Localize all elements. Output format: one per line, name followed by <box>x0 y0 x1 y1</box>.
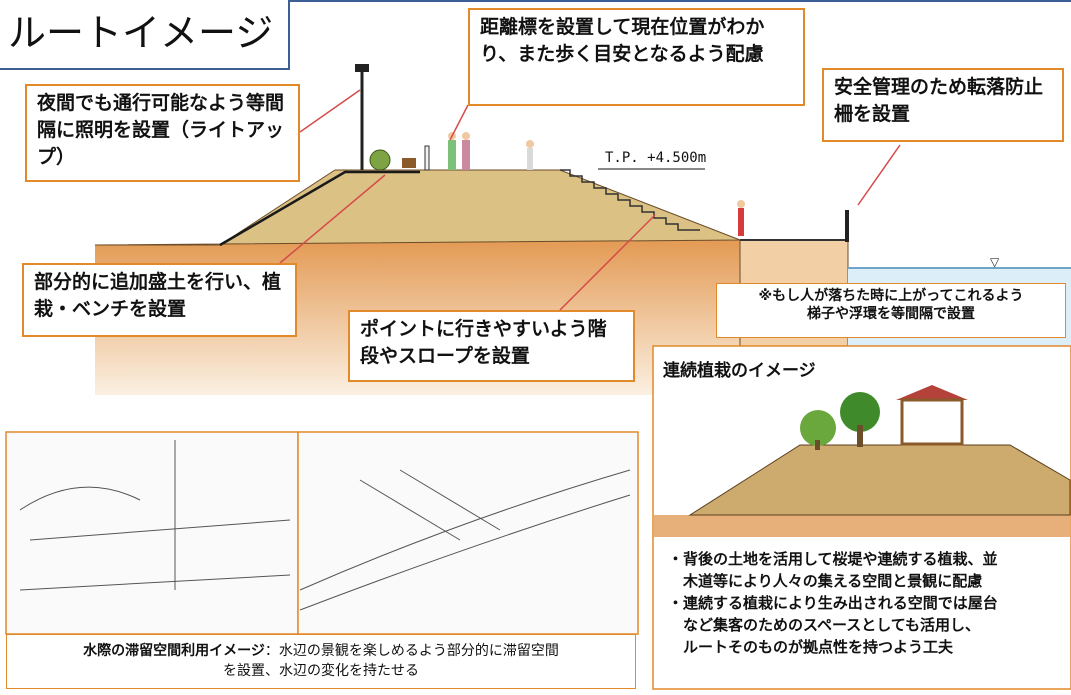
ladder-note-line-2: 梯子や浮環を等間隔で設置 <box>807 306 975 322</box>
added-fill-line <box>219 170 420 247</box>
waterside-caption-label: 水際の滞留空間利用イメージ <box>83 643 265 659</box>
ladder-note: ※もし人が落ちた時に上がってこれるよう 梯子や浮環を等間隔で設置 <box>716 283 1066 338</box>
stairs <box>560 169 700 231</box>
waterside-caption-line2: を設置、水辺の変化を持たせる <box>223 663 419 679</box>
bench <box>402 158 416 168</box>
planting-embankment <box>688 444 1071 516</box>
pavilion-roof <box>896 385 968 400</box>
sketch-panel-left-bg <box>5 431 299 635</box>
ladder-note-line-1: ※もし人が落ちた時に上がってこれるよう <box>758 288 1024 304</box>
planting-panel-title: 連続植栽のイメージ <box>663 361 816 381</box>
callout-arrows <box>279 89 901 311</box>
callout-fence: 安全管理のため転落防止柵を設置 <box>822 68 1064 142</box>
water-level-mark: ▽ <box>990 255 1000 269</box>
lamp-head <box>355 64 369 72</box>
top-border-line <box>0 0 1071 2</box>
tree-2 <box>840 392 880 432</box>
embankment <box>94 169 741 246</box>
pavilion <box>900 398 964 446</box>
sketch-lines <box>19 440 631 611</box>
distance-marker <box>424 145 430 171</box>
planting-ground <box>654 515 1070 537</box>
bullet-line: など集客のためのスペースとしても活用し、 <box>668 616 981 634</box>
callout-distance-marker: 距離標を設置して現在位置がわかり、また歩く目安となるよう配慮 <box>468 8 805 106</box>
waterside-caption: 水際の滞留空間利用イメージ：水辺の景観を楽しめるよう部分的に滞留空間 を設置、水… <box>6 634 636 689</box>
elevation-label: T.P. +4.500m <box>605 150 707 166</box>
callout-planting: 部分的に追加盛土を行い、植栽・ベンチを設置 <box>22 263 297 337</box>
page-title: ルートイメージ <box>0 0 290 70</box>
bullet-line: ルートそのものが拠点性を持つよう工夫 <box>668 638 954 656</box>
planting-bullets: ・背後の土地を活用して桜堤や連続する植栽、並 木道等により人々の集える空間と景観… <box>668 548 998 658</box>
bullet-line: ・背後の土地を活用して桜堤や連続する植栽、並 <box>668 550 998 568</box>
shrub <box>369 149 391 171</box>
callout-lighting: 夜間でも通行可能なよう等間隔に照明を設置（ライトアップ） <box>25 84 300 182</box>
callout-stairs: ポイントに行きやすいよう階段やスロープを設置 <box>348 310 635 382</box>
sketch-panel-right-bg <box>297 431 639 635</box>
fall-prevention-fence <box>845 210 849 242</box>
tree-1 <box>800 410 836 446</box>
waterside-caption-line1: ：水辺の景観を楽しめるよう部分的に滞留空間 <box>264 643 559 659</box>
bullet-line: 木道等により人々の集える空間と景観に配慮 <box>668 572 983 590</box>
bullet-line: ・連続する植栽により生み出される空間では屋台 <box>668 594 998 612</box>
